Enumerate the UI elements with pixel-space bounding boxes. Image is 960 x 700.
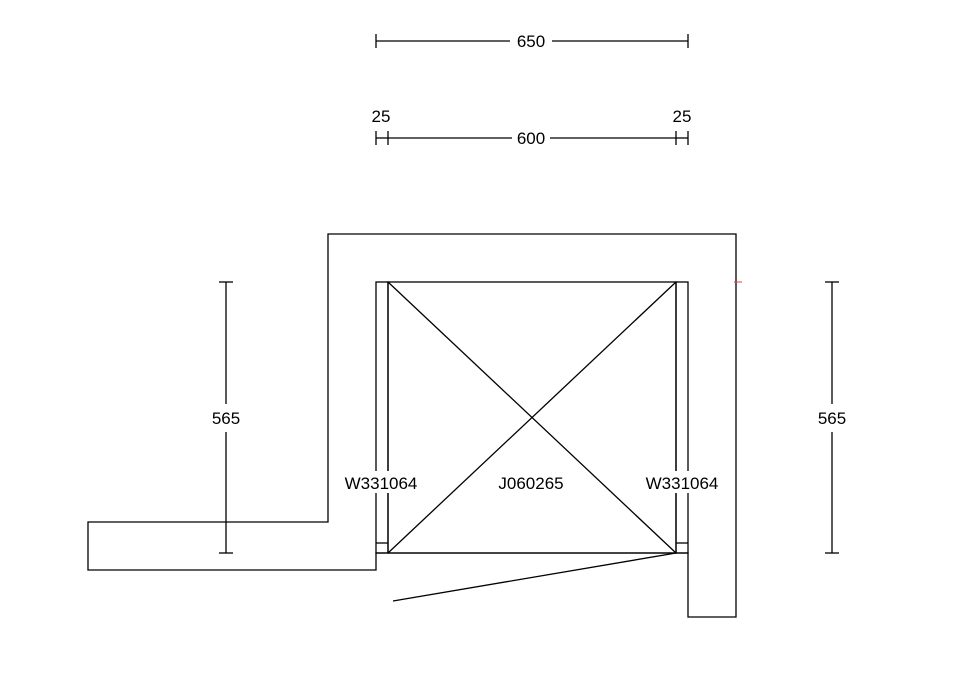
dim-label-inner-width: 600 [517, 129, 545, 148]
unit-label-right-panel: W331064 [646, 474, 719, 493]
cross-diagonal-2 [387, 281, 677, 554]
left-panel-rect [375, 281, 389, 554]
wall-outline [87, 233, 737, 618]
dimension-left-height: 565 [212, 281, 240, 554]
dim-label-right-height: 565 [818, 409, 846, 428]
right-end-panel [675, 281, 689, 554]
dim-label-left-height: 565 [212, 409, 240, 428]
dimension-panel-widths: 25 25 600 [372, 107, 692, 148]
label-bg-right [641, 471, 723, 493]
dim-label-left-panel: 25 [372, 107, 391, 126]
right-panel-rect [675, 281, 689, 554]
dimension-overall-width: 650 [375, 32, 689, 51]
door-swing-line [392, 552, 677, 602]
center-unit [387, 281, 677, 554]
center-unit-rect [387, 281, 677, 554]
dim-label-right-panel: 25 [673, 107, 692, 126]
dim-label-overall-width: 650 [517, 32, 545, 51]
label-bg-left [340, 471, 422, 493]
unit-label-left-panel: W331064 [345, 474, 418, 493]
unit-label-center: J060265 [498, 474, 563, 493]
left-end-panel [375, 281, 389, 554]
dimension-right-height: 565 [818, 281, 846, 554]
